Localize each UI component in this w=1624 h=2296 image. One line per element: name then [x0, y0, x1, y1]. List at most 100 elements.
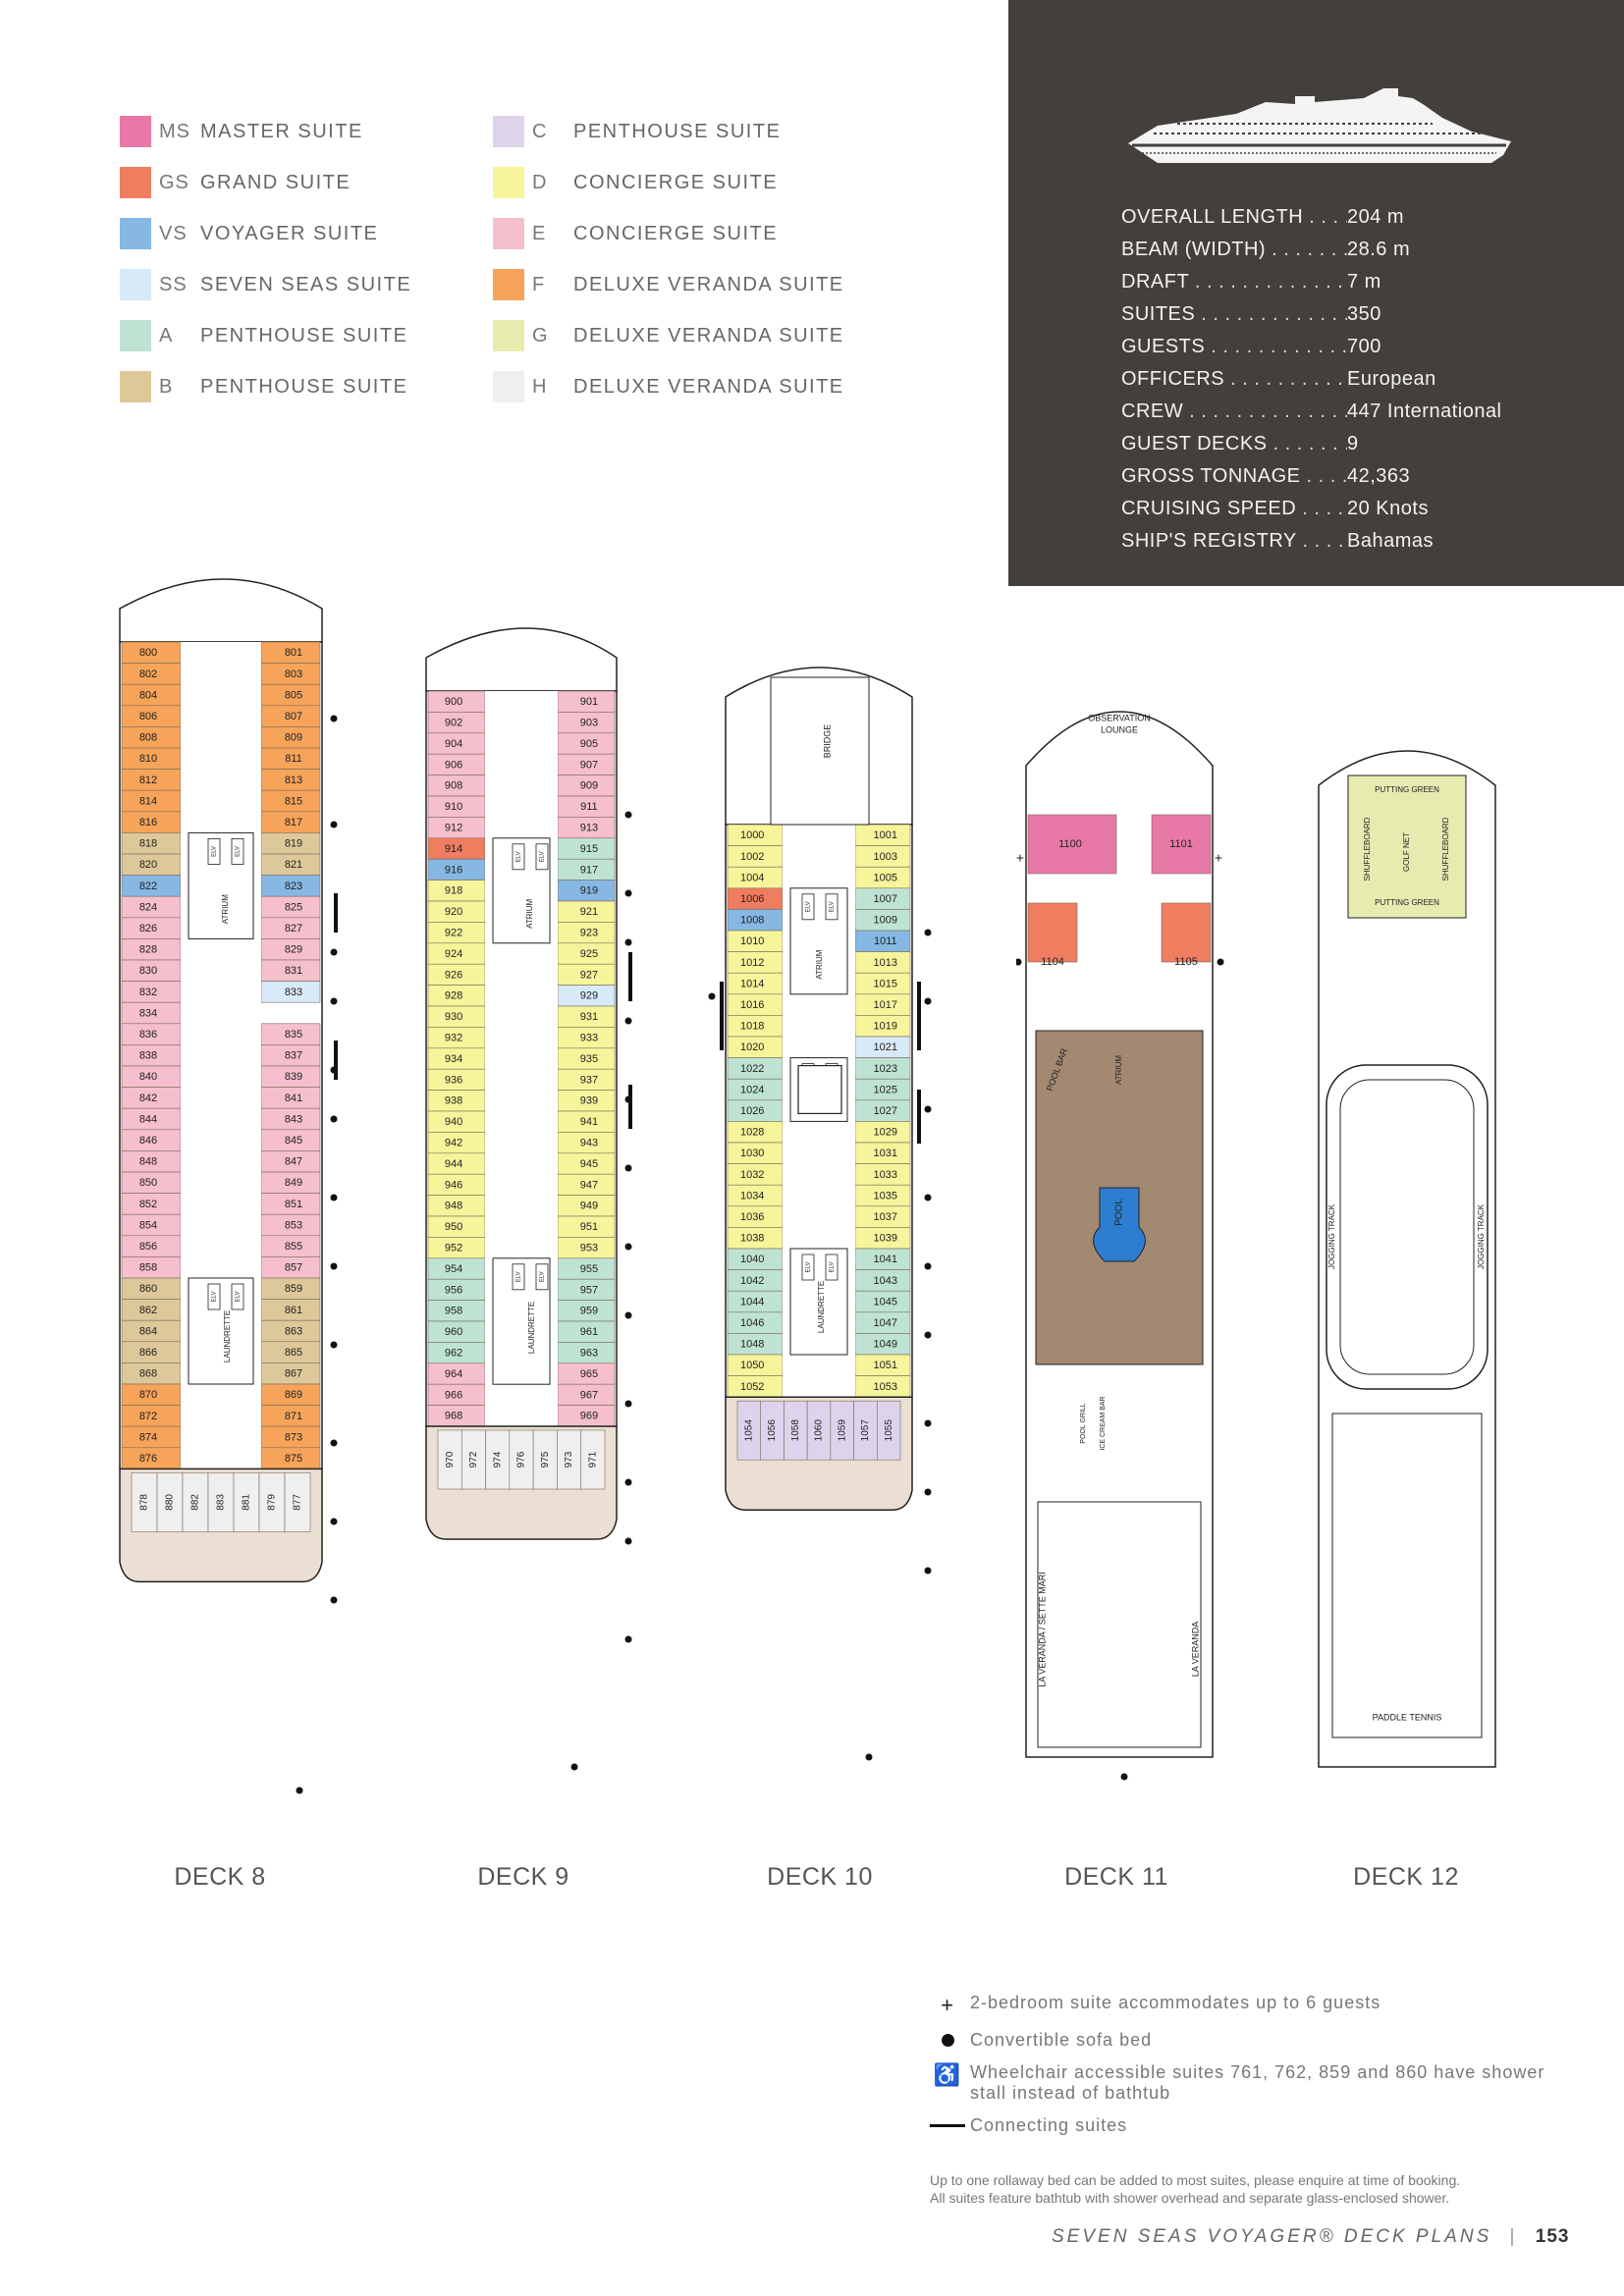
spec-value: 350 [1347, 303, 1381, 325]
jogging-track-inner [1339, 1079, 1475, 1375]
pool-shape [1093, 1187, 1146, 1262]
page-footer: SEVEN SEAS VOYAGER® DECK PLANS | 153 [1052, 2226, 1570, 2247]
cabin-number: 971 [587, 1451, 598, 1468]
cabin-number: 904 [445, 738, 462, 750]
cabin-number: 901 [580, 696, 598, 708]
atrium-label: ATRIUM [221, 894, 230, 924]
cabin-number: 1015 [874, 978, 897, 989]
legend-label: PENTHOUSE SUITE [573, 120, 782, 142]
cabin-number: 903 [580, 718, 598, 729]
cabin-number: 931 [580, 1011, 598, 1023]
cabin-number: 849 [285, 1177, 302, 1189]
cabin-number: 934 [445, 1053, 462, 1065]
elevator [801, 893, 815, 921]
sofa-bed-dot [924, 1331, 932, 1339]
cabin-number: 963 [580, 1348, 598, 1360]
cabin-number: 941 [580, 1116, 598, 1128]
cabin-number: 955 [580, 1263, 598, 1275]
cabin-number: 965 [580, 1368, 598, 1380]
cabin-number: 801 [285, 647, 302, 659]
cabin-number: 902 [445, 718, 462, 729]
cabin-number: 870 [139, 1389, 157, 1401]
legend-swatch [493, 116, 524, 147]
elevator [535, 843, 549, 871]
footer-title: SEVEN SEAS VOYAGER® DECK PLANS [1052, 2226, 1492, 2247]
elevator [207, 1283, 221, 1310]
cabin-number: 976 [516, 1451, 527, 1468]
cabin-number: 1024 [740, 1084, 764, 1095]
pool-grill-label: POOL GRILL [1080, 1403, 1087, 1443]
spec-label: SHIP'S REGISTRY [1121, 530, 1347, 562]
deck-8-label: DECK 8 [174, 1863, 266, 1891]
plus-icon: + [941, 1993, 954, 2017]
elevator-label: ELV [540, 1271, 546, 1282]
cabin-number: 933 [580, 1033, 598, 1044]
observation-lounge-label: LOUNGE [1101, 724, 1138, 734]
cabin-number: 908 [445, 780, 462, 792]
cabin-number: 1054 [743, 1419, 754, 1442]
cabin-number: 966 [445, 1389, 462, 1401]
legend-code: GS [159, 171, 189, 193]
cabin-number: 1005 [874, 872, 897, 883]
cabin-number: 929 [580, 990, 598, 1002]
cabin-number: 1020 [740, 1041, 764, 1053]
cabin-number: 860 [139, 1283, 157, 1295]
cabin-number: 1025 [874, 1084, 897, 1095]
legend-label: MASTER SUITE [200, 120, 363, 142]
cabin-number: 975 [540, 1451, 551, 1468]
cabin-number: 1056 [767, 1419, 778, 1442]
cabin-number: 818 [139, 838, 157, 850]
cabin-number: 817 [285, 817, 302, 828]
atrium-label: ATRIUM [815, 949, 824, 979]
cabin-number: 861 [285, 1305, 302, 1316]
cabin-number: 917 [580, 864, 598, 876]
cabin-number: 968 [445, 1411, 462, 1422]
stern-cabin [233, 1472, 260, 1532]
cabin-number: 959 [580, 1306, 598, 1317]
stern-cabin [580, 1429, 606, 1490]
elevator [231, 837, 244, 865]
plus-icon: + [1215, 850, 1222, 866]
sofa-bed-dot [330, 715, 338, 722]
cabin-number: 952 [445, 1243, 462, 1255]
cabin-number: 1039 [874, 1233, 897, 1245]
cabin-number: 932 [445, 1033, 462, 1044]
stern-cabin [460, 1429, 486, 1490]
cabin-number: 1000 [740, 829, 764, 841]
cabin-number: 937 [580, 1074, 598, 1086]
cabin-number: 828 [139, 944, 157, 956]
cabin-number: 830 [139, 965, 157, 977]
cabin-number: 858 [139, 1262, 157, 1274]
spec-label: CREW [1121, 400, 1347, 433]
sofa-bed-dot [708, 992, 716, 1000]
legend-code: H [532, 375, 548, 398]
spec-row: GUESTS700 [1121, 336, 1502, 368]
deck-12-label: DECK 12 [1353, 1863, 1459, 1891]
sofa-bed-dot [1016, 958, 1022, 966]
cabin-number: 1048 [740, 1339, 764, 1351]
spec-row: CRUISING SPEED20 Knots [1121, 498, 1502, 530]
suite-1101 [1151, 814, 1212, 875]
legend-code: MS [159, 120, 190, 142]
suite-1101-label: 1101 [1169, 838, 1193, 850]
spec-row: GROSS TONNAGE42,363 [1121, 465, 1502, 498]
spec-label: GUEST DECKS [1121, 433, 1347, 465]
legend-label: DELUXE VERANDA SUITE [573, 273, 844, 295]
cabin-number: 835 [285, 1029, 302, 1041]
stern-cabin [876, 1400, 901, 1461]
spec-label: GROSS TONNAGE [1121, 465, 1347, 498]
cabin-number: 827 [285, 923, 302, 934]
laundrette-label: LAUNDRETTE [527, 1302, 536, 1354]
elevator-label: ELV [830, 901, 836, 912]
cabin-number: 969 [580, 1411, 598, 1422]
cabin-number: 815 [285, 795, 302, 807]
cabin-number: 948 [445, 1201, 462, 1212]
legend-label: SEVEN SEAS SUITE [200, 273, 412, 295]
cabin-number: 939 [580, 1095, 598, 1107]
deck-9-label: DECK 9 [477, 1863, 569, 1891]
paddle-tennis-label: PADDLE TENNIS [1373, 1712, 1442, 1722]
cabin-number: 1030 [740, 1148, 764, 1159]
